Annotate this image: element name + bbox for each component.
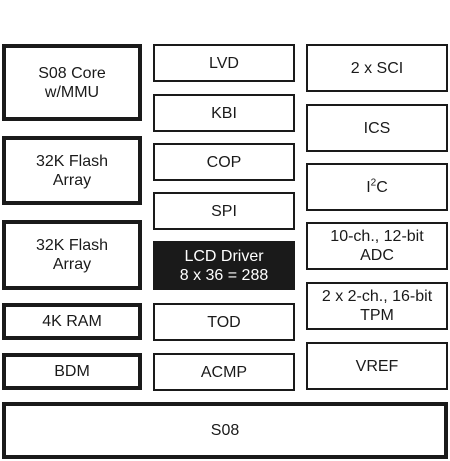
i2c-base: I (366, 178, 371, 196)
s08-core-line2: w/MMU (44, 83, 100, 101)
flash-array-2-line2: Array (52, 256, 92, 273)
s08-core-line1: S08 Core (38, 64, 106, 82)
flash-array-1-line1: 32K Flash (35, 152, 109, 170)
vref-block: VREF (306, 342, 448, 390)
ram-block: 4K RAM (2, 303, 142, 340)
flash-array-block-2: 32K Flash Array (2, 220, 142, 290)
vref-label: VREF (355, 357, 399, 375)
lvd-block: LVD (153, 44, 295, 82)
tpm-line1: 2 x 2-ch., 16-bit (321, 288, 433, 305)
bdm-block: BDM (2, 353, 142, 390)
ics-label: ICS (363, 119, 391, 137)
adc-block: 10-ch., 12-bit ADC (306, 222, 448, 270)
kbi-label: KBI (211, 104, 237, 122)
bdm-label: BDM (54, 363, 90, 380)
lvd-label: LVD (209, 54, 239, 72)
sci-block: 2 x SCI (306, 44, 448, 92)
lcd-driver-block: LCD Driver 8 x 36 = 288 (153, 241, 295, 290)
acmp-block: ACMP (153, 353, 295, 391)
cop-label: COP (206, 153, 242, 171)
spi-label: SPI (211, 202, 237, 220)
i2c-superscript: 2 (370, 177, 377, 189)
s08-bus-label: S08 (210, 422, 240, 439)
ics-block: ICS (306, 104, 448, 152)
i2c-block: I2C (306, 163, 448, 211)
flash-array-2-line1: 32K Flash (35, 237, 109, 254)
tpm-line2: TPM (360, 307, 394, 324)
lcd-driver-line1: LCD Driver (184, 247, 264, 265)
tod-block: TOD (153, 303, 295, 341)
adc-line2: ADC (360, 247, 394, 264)
flash-array-block-1: 32K Flash Array (2, 136, 142, 205)
flash-array-1-line2: Array (52, 171, 92, 189)
kbi-block: KBI (153, 94, 295, 132)
spi-block: SPI (153, 192, 295, 230)
ram-label: 4K RAM (42, 313, 102, 330)
s08-core-block: S08 Core w/MMU (2, 44, 142, 121)
tod-label: TOD (207, 313, 241, 331)
i2c-label: I2C (366, 178, 388, 197)
i2c-rest: C (376, 178, 388, 196)
acmp-label: ACMP (200, 363, 248, 381)
adc-line1: 10-ch., 12-bit (330, 228, 424, 245)
cop-block: COP (153, 143, 295, 181)
sci-label: 2 x SCI (350, 59, 404, 77)
tpm-block: 2 x 2-ch., 16-bit TPM (306, 282, 448, 330)
lcd-driver-line2: 8 x 36 = 288 (179, 266, 269, 284)
s08-bus-block: S08 (2, 402, 448, 459)
